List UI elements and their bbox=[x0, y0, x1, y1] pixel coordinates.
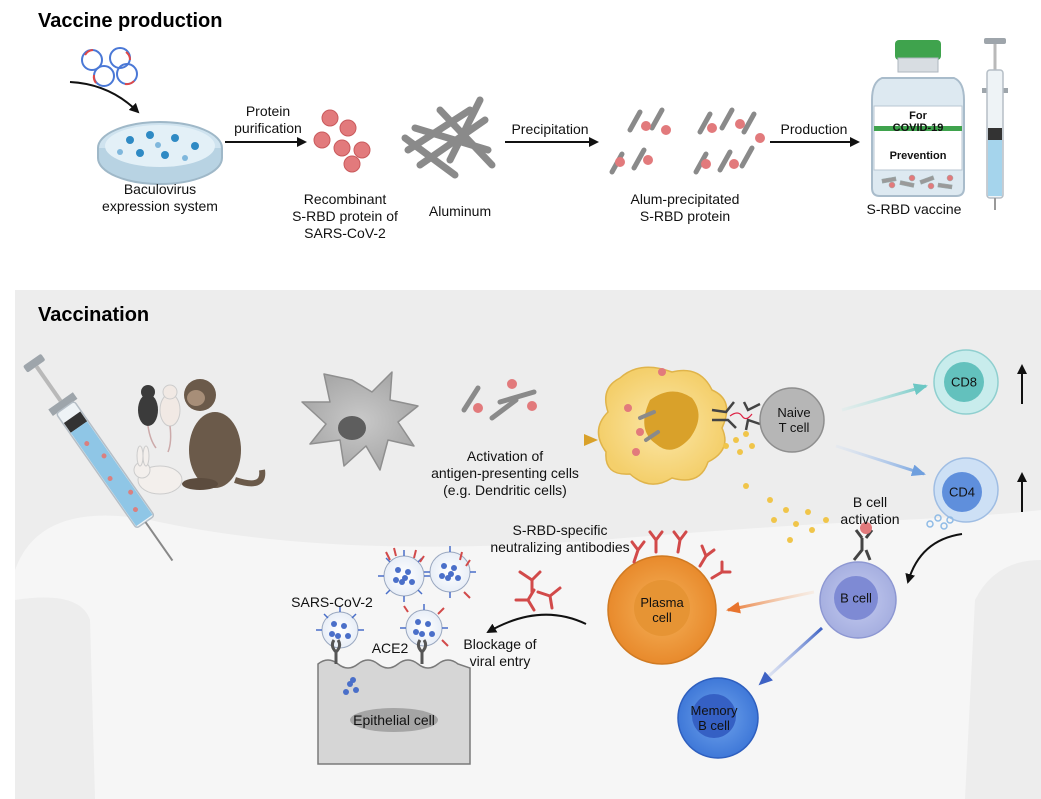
animal-models-icon bbox=[133, 379, 266, 495]
vial-label-line2: COVID-19 bbox=[892, 122, 944, 134]
cd4-t-cell-icon bbox=[933, 457, 999, 523]
syringe-icon bbox=[982, 38, 1008, 210]
b-cell-icon bbox=[819, 561, 897, 639]
memory-b-cell-icon bbox=[677, 677, 759, 759]
recombinant-protein-label: Recombinant S-RBD protein of SARS-CoV-2 bbox=[292, 191, 398, 241]
precipitation-label: Precipitation bbox=[511, 121, 589, 137]
vaccination-section-title: Vaccination bbox=[38, 304, 150, 326]
recombinant-protein-icon bbox=[313, 109, 371, 173]
vial-label-line1: For bbox=[909, 110, 927, 122]
neutralizing-antibodies-label: S-RBD-specific neutralizing antibodies bbox=[490, 522, 630, 555]
naive-t-cell-icon bbox=[759, 387, 825, 453]
s-rbd-vaccine-label: S-RBD vaccine bbox=[866, 201, 962, 217]
b-cell-receptor-icon bbox=[852, 529, 874, 561]
cd4-label: CD4 bbox=[948, 484, 976, 500]
production-arrow-label: Production bbox=[780, 121, 848, 137]
activation-label: Activation of antigen-presenting cells (… bbox=[431, 448, 579, 498]
plasmid-icon bbox=[81, 47, 138, 87]
aluminum-rods-icon bbox=[401, 96, 496, 179]
production-section-title: Vaccine production bbox=[38, 10, 223, 32]
petri-dish-icon bbox=[97, 121, 223, 185]
naive-t-cell-label: Naive T cell bbox=[777, 405, 811, 435]
b-cell-activation-label: B cell activation bbox=[840, 494, 900, 527]
ace2-label: ACE2 bbox=[371, 640, 409, 656]
syringe-injection-icon bbox=[23, 354, 174, 562]
antigen-presenting-cell-icon bbox=[597, 366, 829, 543]
plasma-cell-label: Plasma cell bbox=[640, 595, 684, 625]
memory-b-cell-label: Memory B cell bbox=[690, 703, 738, 733]
sars-cov-2-label: SARS-CoV-2 bbox=[291, 594, 373, 610]
epithelial-cell-label: Epithelial cell bbox=[353, 712, 435, 728]
b-cell-label: B cell bbox=[840, 590, 872, 606]
protein-purification-label: Protein purification bbox=[234, 103, 302, 136]
epithelial-cell-icon bbox=[317, 639, 471, 765]
blockage-label: Blockage of viral entry bbox=[463, 636, 537, 669]
alum-precipitated-protein-icon bbox=[609, 107, 765, 175]
alum-precipitated-label: Alum-precipitated S-RBD protein bbox=[630, 191, 740, 224]
plasma-cell-icon bbox=[607, 530, 732, 665]
vial-label-line3: Prevention bbox=[889, 150, 947, 162]
cd8-t-cell-icon bbox=[933, 349, 999, 415]
aluminum-label: Aluminum bbox=[428, 203, 492, 219]
antibodies-icon bbox=[514, 570, 562, 612]
vaccine-vial-icon bbox=[871, 40, 965, 197]
antigen-icon bbox=[461, 379, 537, 421]
dendritic-cell-icon bbox=[301, 371, 419, 471]
baculovirus-label: Baculovirus expression system bbox=[102, 181, 218, 214]
cd8-label: CD8 bbox=[950, 374, 978, 390]
